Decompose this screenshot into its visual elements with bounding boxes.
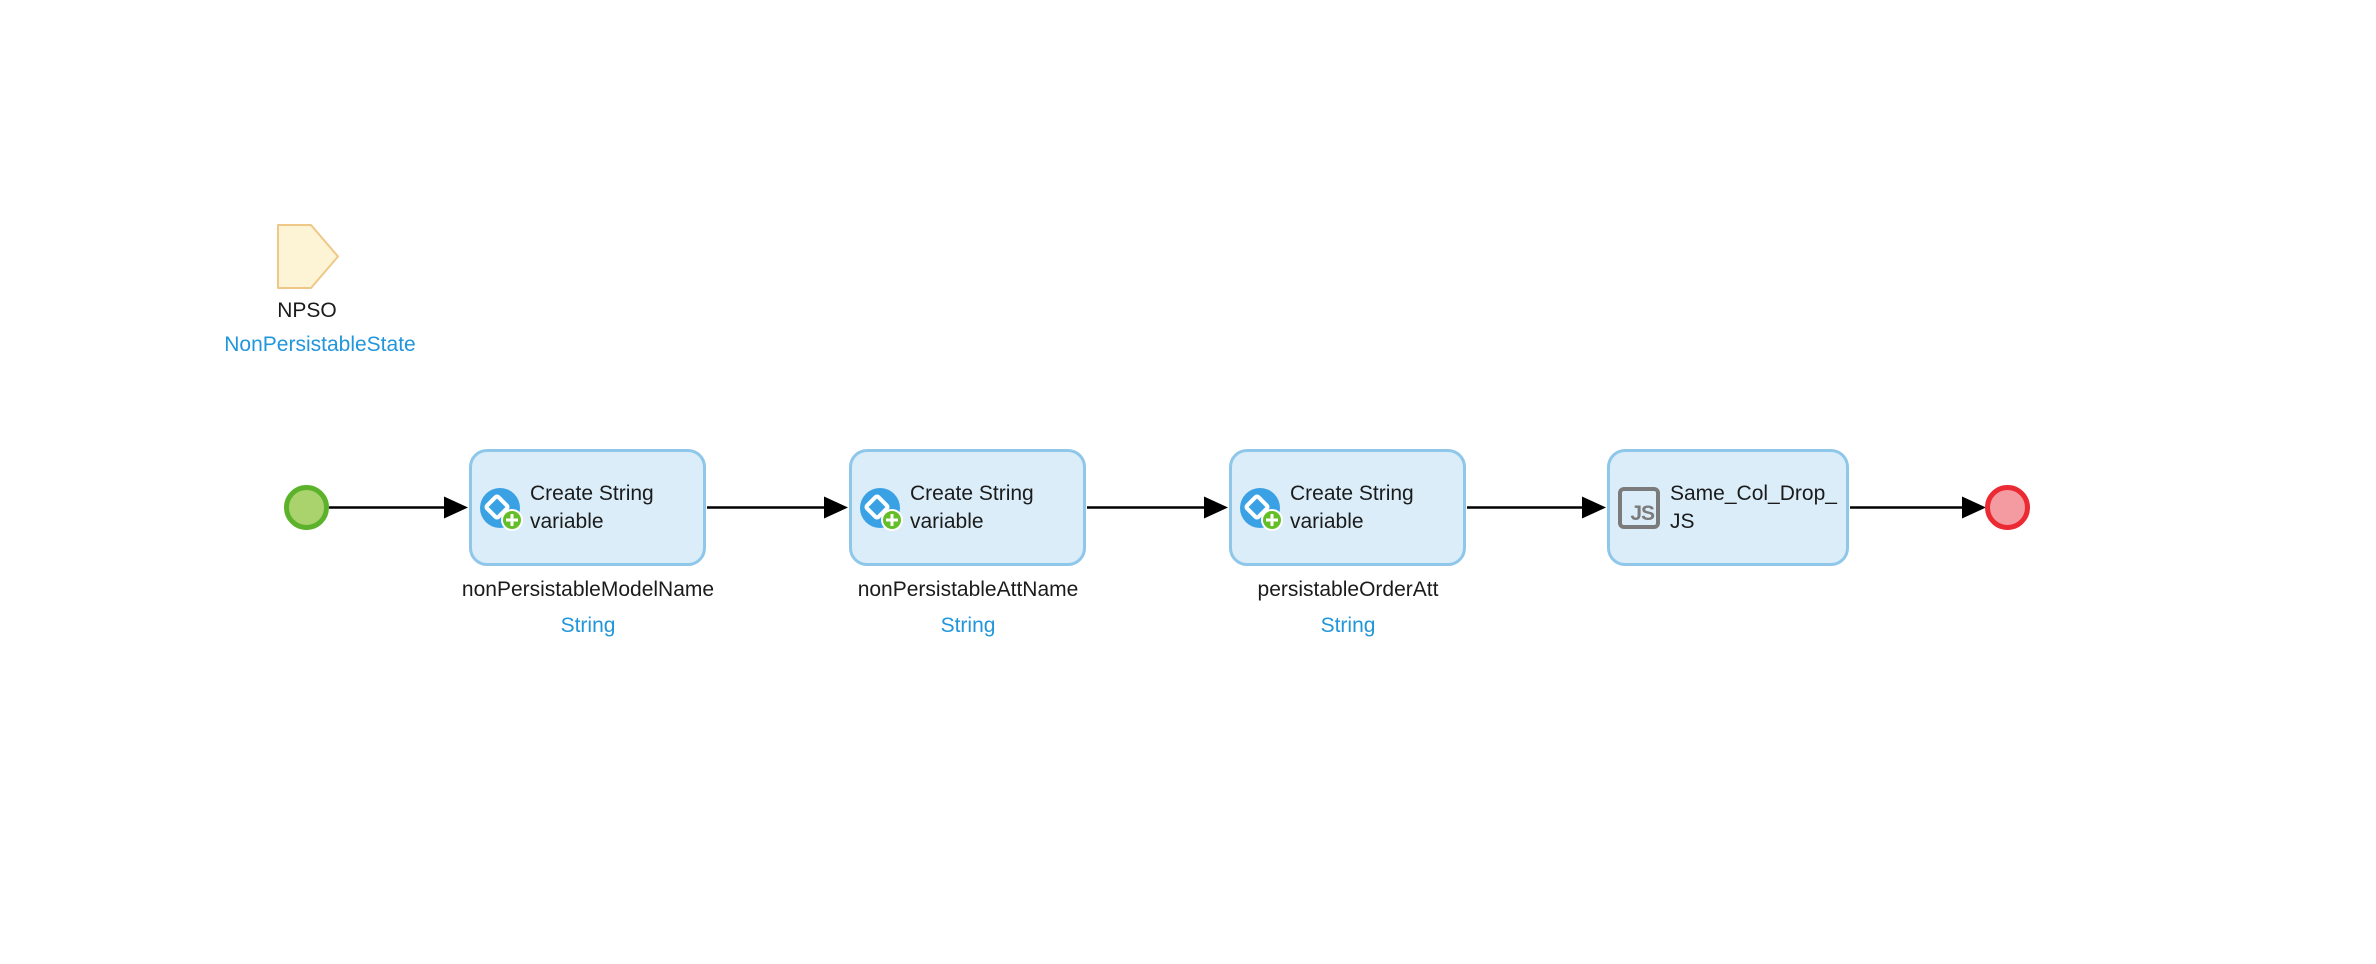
activity-caption-3: persistableOrderAtt String — [1148, 578, 1548, 638]
activity-label: Create String variable — [1290, 481, 1414, 533]
activity-label: Same_Col_Drop_JS — [1670, 481, 1837, 533]
variable-type-label: String — [1320, 614, 1376, 637]
create-variable-icon — [860, 487, 903, 531]
variable-name-label: nonPersistableAttName — [857, 578, 1079, 601]
activity-label: Create String variable — [910, 481, 1034, 533]
variable-type-label: String — [940, 614, 996, 637]
sequence-flow-2[interactable] — [707, 496, 848, 519]
javascript-action-icon: JS — [1618, 486, 1660, 529]
create-variable-icon — [1240, 487, 1283, 531]
annotation-entity-label: NonPersistableState — [224, 333, 416, 356]
activity-create-variable-1[interactable]: Create String variable — [469, 449, 706, 566]
activity-create-variable-3[interactable]: Create String variable — [1229, 449, 1466, 566]
activity-caption-1: nonPersistableModelName String — [388, 578, 788, 638]
plus-badge-icon — [501, 508, 523, 531]
sequence-flow-5[interactable] — [1850, 496, 1986, 519]
plus-badge-icon — [881, 508, 903, 531]
create-variable-icon — [480, 487, 523, 531]
sequence-flow-1[interactable] — [328, 496, 468, 519]
annotation-name-label: NPSO — [277, 299, 337, 322]
start-event[interactable] — [284, 485, 329, 530]
activity-javascript-action[interactable]: JS Same_Col_Drop_JS — [1607, 449, 1849, 566]
variable-type-label: String — [560, 614, 616, 637]
image-annotation-shape[interactable] — [277, 224, 340, 290]
activity-caption-2: nonPersistableAttName String — [768, 578, 1168, 638]
sequence-flow-3[interactable] — [1087, 496, 1228, 519]
activity-label: Create String variable — [530, 481, 654, 533]
activity-create-variable-2[interactable]: Create String variable — [849, 449, 1086, 566]
sequence-flow-4[interactable] — [1467, 496, 1606, 519]
plus-badge-icon — [1261, 508, 1283, 531]
variable-name-label: persistableOrderAtt — [1257, 578, 1439, 601]
end-event[interactable] — [1985, 485, 2030, 530]
variable-name-label: nonPersistableModelName — [461, 578, 715, 601]
